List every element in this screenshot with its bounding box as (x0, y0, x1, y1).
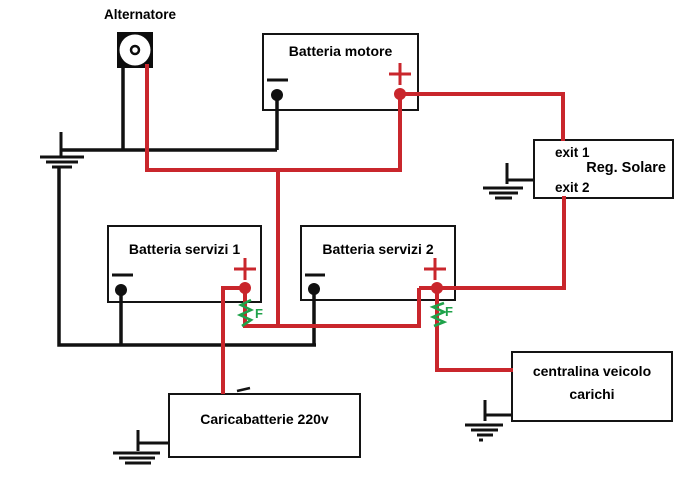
vehicle-load-unit-label-line2: carichi (569, 386, 615, 402)
alternator-icon (117, 32, 153, 68)
battery-service-1-label: Batteria servizi 1 (128, 241, 241, 257)
battery-service-2-label: Batteria servizi 2 (322, 241, 434, 257)
wire-battery-service-1-to-charger (221, 286, 247, 394)
fuse-1-icon (236, 298, 255, 328)
solar-regulator-box: exit 1 Reg. Solare exit 2 (533, 139, 674, 199)
vehicle-load-unit-label-line1: centralina veicolo (532, 363, 652, 379)
charger-220v-label: Caricabatterie 220v (200, 411, 329, 427)
battery-engine-box: Batteria motore (262, 33, 419, 111)
ground-symbol-load-unit (465, 400, 511, 442)
fuse-1-label: F (255, 306, 263, 321)
solar-exit1-label: exit 1 (555, 145, 590, 160)
alternator-pulley (119, 34, 151, 66)
wire-battery-engine-to-solar-exit1 (398, 92, 565, 141)
alternator-pulley-hub (129, 44, 141, 56)
alternator-body (117, 32, 153, 68)
ground-symbol-charger (113, 430, 168, 465)
pen-mark (236, 386, 251, 393)
fuse-2-label: F (445, 304, 453, 319)
solar-regulator-label: Reg. Solare (586, 160, 666, 176)
alternator-label: Alternatore (103, 7, 176, 22)
battery-service-1-box: Batteria servizi 1 (107, 225, 262, 303)
ground-symbol-solar-regulator (483, 163, 533, 200)
fuse-2-icon (429, 301, 448, 328)
battery-service-2-box: Batteria servizi 2 (300, 225, 456, 301)
charger-220v-box: Caricabatterie 220v (168, 393, 361, 458)
vehicle-load-unit-box: centralina veicolo carichi (511, 351, 673, 422)
solar-exit2-label: exit 2 (555, 180, 590, 195)
battery-engine-label: Batteria motore (288, 43, 393, 59)
ground-symbol-alternator (40, 132, 84, 169)
